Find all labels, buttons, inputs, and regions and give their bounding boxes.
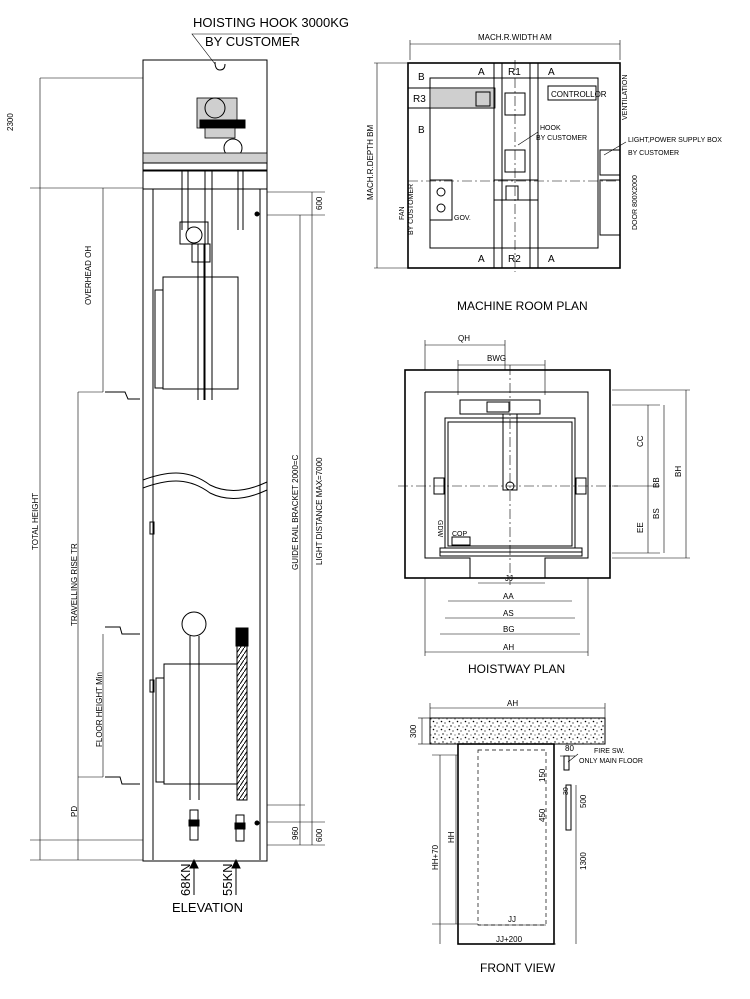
fv-title: FRONT VIEW (480, 961, 556, 975)
label-guide-rail: GUIDE RAIL BRACKET 2000=C (291, 454, 300, 570)
fv-fire-sw: FIRE SW. (594, 748, 625, 755)
elevation-view: HOISTING HOOK 3000KG BY CUSTOMER (6, 15, 349, 915)
fv-dim-500: 500 (579, 794, 588, 808)
load-55kn: 55KN (220, 863, 235, 896)
mr-hook-by: BY CUSTOMER (536, 135, 587, 142)
mr-title: MACHINE ROOM PLAN (457, 299, 588, 313)
hw-aa: AA (503, 592, 514, 601)
mr-hook: HOOK (540, 125, 561, 132)
mr-r3: R3 (413, 94, 426, 105)
load-68kn: 68KN (178, 863, 193, 896)
fv-dim-1300: 1300 (579, 852, 588, 870)
fv-dim-300: 300 (409, 724, 418, 738)
hw-bwg: BWG (487, 354, 506, 363)
mr-ventilation: VENTILATION (622, 75, 629, 120)
fv-dim-80: 80 (565, 744, 574, 753)
hw-bs: BS (652, 508, 661, 519)
label-light-distance: LIGHT DISTANCE MAX=7000 (315, 457, 324, 565)
mr-light-by: BY CUSTOMER (628, 150, 679, 157)
hw-bb: BB (652, 477, 661, 488)
hw-jj: JJ (505, 574, 513, 583)
fv-dim-30: 30 (563, 787, 570, 795)
mr-light-box: LIGHT,POWER SUPPLY BOX (628, 137, 722, 144)
machine-room-plan: MACH.R.WIDTH AM MACH.R.DEPTH BM A R1 A B… (366, 33, 722, 313)
mr-width-label: MACH.R.WIDTH AM (478, 33, 552, 42)
hw-title: HOISTWAY PLAN (468, 662, 565, 676)
label-travelling-rise: TRAVELLING RISE TR (70, 543, 79, 626)
mr-a-tr: A (548, 67, 555, 78)
hw-qh: QH (458, 334, 470, 343)
label-pd: PD (70, 806, 79, 817)
fv-ah: AH (507, 699, 518, 708)
mr-b-top: B (418, 72, 425, 83)
dim-2300: 2300 (6, 113, 15, 131)
hook-label-line1: HOISTING HOOK 3000KG (193, 15, 349, 30)
mr-door: DOOR 800X2000 (632, 175, 639, 230)
fv-dim-150: 150 (538, 768, 547, 782)
fv-only-main: ONLY MAIN FLOOR (579, 758, 643, 765)
mr-r1: R1 (508, 67, 521, 78)
front-view: AH 300 80 FIRE SW. ONLY MAIN FLOOR 150 3… (409, 699, 643, 975)
mr-r2: R2 (508, 254, 521, 265)
mr-fan-by: BY CUSTOMER (408, 184, 415, 235)
mr-gov: GOV. (454, 215, 471, 222)
dim-600-top: 600 (315, 196, 324, 210)
mr-a-br: A (548, 254, 555, 265)
hw-as: AS (503, 609, 514, 618)
hw-gdw: GDW (436, 520, 443, 538)
label-floor-height: FLOOR HEIGHT Min (95, 672, 104, 747)
mr-fan: FAN (399, 206, 406, 220)
mr-depth-label: MACH.R.DEPTH BM (366, 125, 375, 200)
mr-controller: CONTROLLOR (551, 90, 607, 99)
hw-bg: BG (503, 625, 515, 634)
hw-bh: BH (674, 466, 683, 477)
fv-dim-450: 450 (538, 808, 547, 822)
fv-hh: HH (447, 831, 456, 843)
hw-cc: CC (636, 435, 645, 447)
dim-600-bottom: 600 (315, 828, 324, 842)
hw-ah: AH (503, 643, 514, 652)
dim-960: 960 (291, 826, 300, 840)
label-overhead: OVERHEAD OH (84, 246, 93, 305)
hoistway-plan: QH BWG COP GDW CC BB BS BH EE (398, 334, 690, 676)
elevation-title: ELEVATION (172, 900, 243, 915)
hook-label-line2: BY CUSTOMER (205, 34, 300, 49)
fv-jj200: JJ+200 (496, 935, 523, 944)
mr-a-tl: A (478, 67, 485, 78)
mr-a-bl: A (478, 254, 485, 265)
fv-jj: JJ (508, 915, 516, 924)
hw-ee: EE (636, 522, 645, 533)
mr-b-mid: B (418, 125, 425, 136)
fv-hh70: HH+70 (431, 844, 440, 870)
label-total-height: TOTAL HEIGHT (31, 493, 40, 550)
hw-cop: COP (452, 531, 468, 538)
